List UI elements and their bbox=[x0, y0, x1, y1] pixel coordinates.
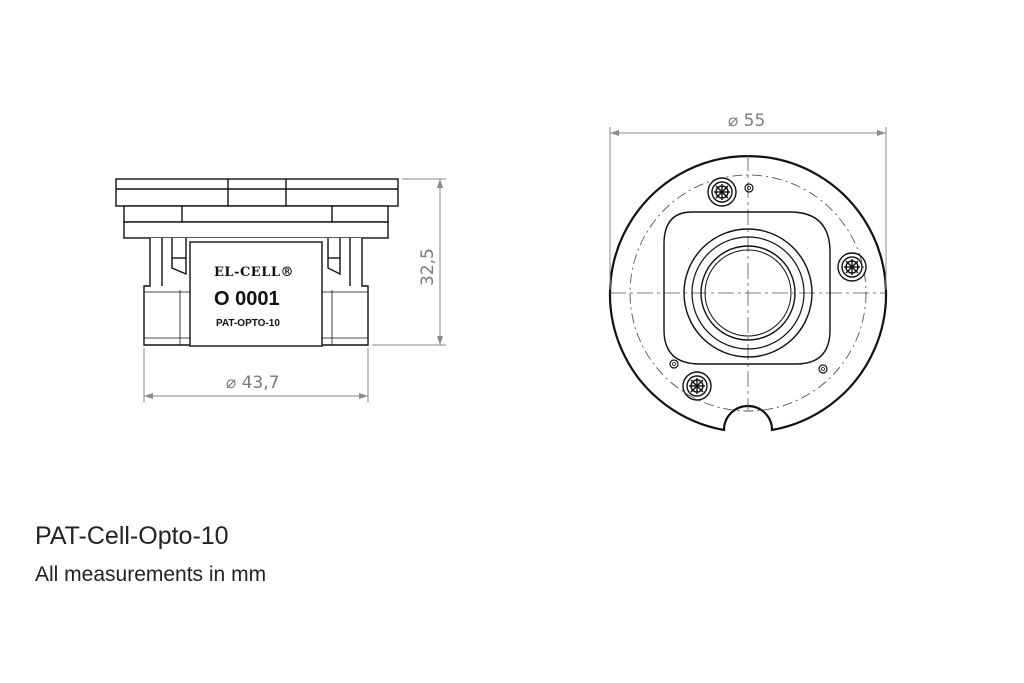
top-view bbox=[608, 155, 888, 432]
height-dimension bbox=[372, 178, 446, 346]
top-diameter-label: ⌀ 55 bbox=[728, 111, 765, 131]
model-label: PAT-OPTO-10 bbox=[216, 318, 280, 329]
part-code-label: O 0001 bbox=[214, 288, 280, 310]
side-diameter-label: ⌀ 43,7 bbox=[226, 373, 280, 393]
caption-title: PAT-Cell-Opto-10 bbox=[35, 522, 229, 550]
caption-note: All measurements in mm bbox=[35, 563, 267, 586]
side-diameter-dimension bbox=[143, 348, 369, 402]
brand-label: EL-CELL® bbox=[214, 265, 294, 280]
top-diameter-dimension bbox=[609, 127, 887, 290]
screw-right bbox=[837, 252, 867, 282]
height-dimension-label: 32,5 bbox=[418, 248, 438, 286]
screw-top bbox=[707, 177, 737, 207]
side-view bbox=[115, 178, 399, 347]
screw-bottom bbox=[682, 371, 712, 401]
technical-drawing: EL-CELL® O 0001 PAT-OPTO-10 32,5 ⌀ 43,7 bbox=[115, 111, 888, 432]
